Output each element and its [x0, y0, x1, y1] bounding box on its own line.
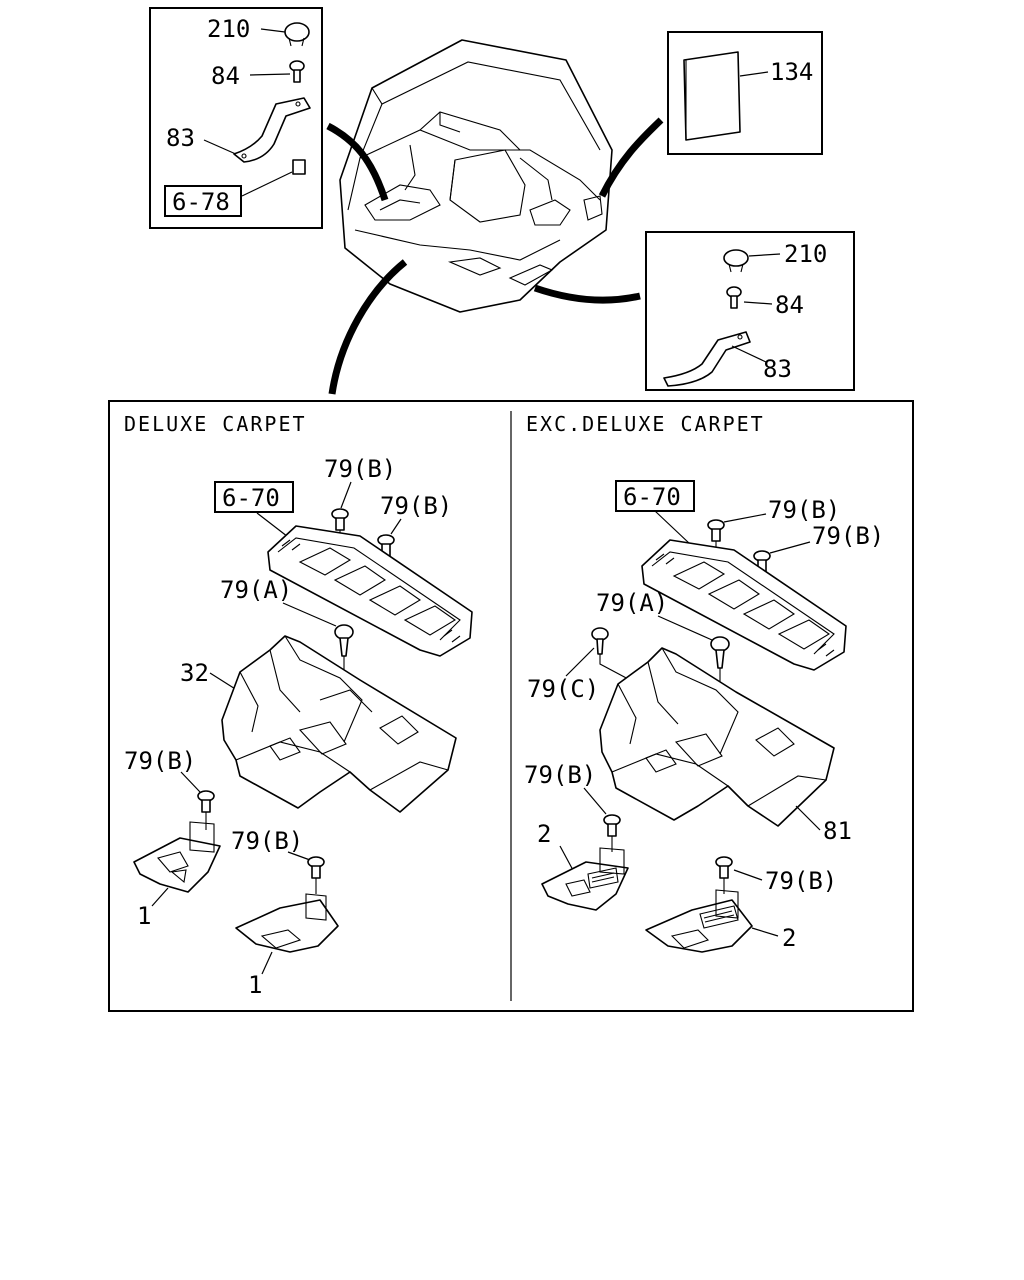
label-83: 83	[763, 355, 792, 383]
label-32: 32	[180, 659, 209, 687]
floor-mat	[645, 889, 753, 953]
label-83: 83	[166, 124, 195, 152]
floor-panel-reinforcement	[267, 525, 473, 657]
retainer-clip-icon	[292, 159, 306, 175]
label-210: 210	[784, 240, 827, 268]
bolt-icon	[197, 790, 215, 813]
callout-box-mid-right: 210 84 83	[645, 231, 855, 391]
floor-mat	[235, 893, 339, 953]
owners-manual-icon	[683, 51, 741, 141]
label-79a: 79(A)	[220, 576, 292, 604]
label-79b: 79(B)	[524, 761, 596, 789]
clip-fastener-icon	[710, 636, 730, 669]
indicator-arcs	[326, 117, 664, 395]
floor-mat	[541, 847, 629, 911]
bolt-icon	[715, 856, 733, 879]
bolt-icon	[307, 856, 325, 879]
clip-fastener-icon	[591, 627, 609, 655]
label-1: 1	[137, 902, 151, 930]
push-clip-icon	[723, 249, 749, 273]
label-84: 84	[775, 291, 804, 319]
ref-6-78: 6-78	[172, 188, 230, 216]
label-2: 2	[782, 924, 796, 952]
label-79b: 79(B)	[812, 522, 884, 550]
clip-fastener-icon	[334, 624, 354, 657]
bracket-part	[233, 97, 311, 163]
label-79b: 79(B)	[231, 827, 303, 855]
exc-deluxe-carpet-section: EXC.DELUXE CARPET 6-70 79(B) 79(B) 79(A)	[524, 412, 884, 953]
push-clip-icon	[284, 22, 310, 47]
section-heading-exc-deluxe: EXC.DELUXE CARPET	[526, 412, 765, 436]
screw-icon	[289, 60, 305, 83]
floor-panel-reinforcement	[641, 539, 847, 671]
label-84: 84	[211, 62, 240, 90]
ref-6-70: 6-70	[222, 484, 280, 512]
floor-panel	[599, 647, 835, 827]
bolt-icon	[707, 519, 725, 542]
label-79b: 79(B)	[768, 496, 840, 524]
section-heading-deluxe: DELUXE CARPET	[124, 412, 307, 436]
ref-6-70: 6-70	[623, 483, 681, 511]
floor-panel	[221, 635, 457, 813]
label-79b: 79(B)	[380, 492, 452, 520]
bolt-icon	[331, 508, 349, 531]
bolt-icon	[603, 814, 621, 837]
label-134: 134	[770, 58, 813, 86]
label-2: 2	[537, 820, 551, 848]
label-79b: 79(B)	[324, 455, 396, 483]
deluxe-carpet-section: DELUXE CARPET 6-70 79(B) 79(B) 79(A)	[124, 412, 473, 999]
screw-icon	[726, 286, 742, 309]
label-79c: 79(C)	[527, 675, 599, 703]
bracket-part	[663, 331, 751, 387]
label-79b: 79(B)	[124, 747, 196, 775]
label-81: 81	[823, 817, 852, 845]
carpet-options-panel	[108, 400, 914, 1012]
label-1: 1	[248, 971, 262, 999]
callout-box-top-right: 134	[667, 31, 823, 155]
label-210: 210	[207, 15, 250, 43]
cab-overview	[339, 39, 613, 313]
label-79b: 79(B)	[765, 867, 837, 895]
floor-mat	[133, 821, 221, 893]
callout-box-top-left: 210 84 83 6-78	[149, 7, 323, 229]
label-79a: 79(A)	[596, 589, 668, 617]
